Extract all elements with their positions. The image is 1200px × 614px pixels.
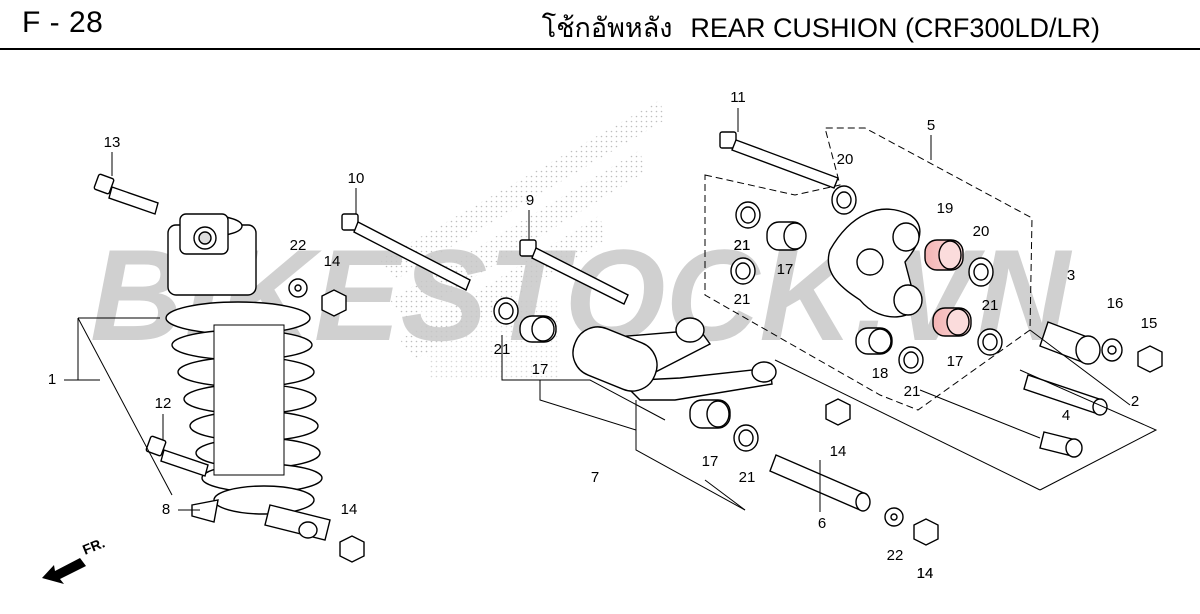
callout-21: 21 <box>494 341 511 358</box>
callout-17: 17 <box>702 453 719 470</box>
bolt-10 <box>341 213 471 291</box>
callout-7: 7 <box>591 469 599 486</box>
callout-21: 21 <box>734 237 751 254</box>
callout-14: 14 <box>830 443 847 460</box>
callout-14: 14 <box>341 501 358 518</box>
header-divider <box>0 48 1200 50</box>
callout-20: 20 <box>837 151 854 168</box>
collar-4 <box>1039 431 1083 458</box>
washer-16 <box>1101 338 1123 362</box>
title-thai: โช้กอัพหลัง <box>541 13 673 44</box>
bolt-9 <box>519 239 629 305</box>
callout-18: 18 <box>872 365 889 382</box>
needle-bearing-17 <box>519 221 972 429</box>
fr-label: FR. <box>80 534 107 557</box>
nut-15 <box>1137 345 1163 373</box>
collar-2 <box>1023 374 1108 416</box>
callout-21: 21 <box>982 297 999 314</box>
callout-17: 17 <box>777 261 794 278</box>
callout-21: 21 <box>734 237 751 254</box>
page-code: F - 28 <box>22 6 104 39</box>
callout-10: 10 <box>348 170 365 187</box>
callout-5: 5 <box>927 117 935 134</box>
callout-14: 14 <box>917 565 934 582</box>
callout-9: 9 <box>526 192 534 209</box>
nut-14 <box>321 289 939 563</box>
callout-13: 13 <box>104 134 121 151</box>
callout-numbers: 1234567891011121314141414141516171717171… <box>48 89 1158 582</box>
front-direction-arrow: FR. <box>42 534 107 584</box>
callout-21: 21 <box>734 291 751 308</box>
callout-17: 17 <box>947 353 964 370</box>
callout-14: 14 <box>324 253 341 270</box>
shock-arm-5 <box>827 208 923 318</box>
callout-4: 4 <box>1062 407 1070 424</box>
collar-6 <box>769 454 871 512</box>
cushion-connecting-rod-7 <box>572 317 777 401</box>
bolt-13 <box>93 173 159 215</box>
callout-14: 14 <box>917 565 934 582</box>
callout-2: 2 <box>1131 393 1139 410</box>
callout-3: 3 <box>1067 267 1075 284</box>
callout-11: 11 <box>730 89 746 106</box>
rear-shock-absorber <box>165 213 331 541</box>
label-8 <box>191 499 219 523</box>
leader-lines <box>64 108 1158 512</box>
page-title: โช้กอัพหลัง REAR CUSHION (CRF300LD/LR) <box>542 6 1100 49</box>
callout-21: 21 <box>904 383 921 400</box>
callout-16: 16 <box>1107 295 1124 312</box>
collar-3 <box>1039 321 1101 365</box>
callout-21: 21 <box>739 469 756 486</box>
callout-19: 19 <box>937 200 954 217</box>
callout-22: 22 <box>290 237 307 254</box>
needle-bearing-19 <box>924 239 964 271</box>
callout-17: 17 <box>532 361 549 378</box>
callout-15: 15 <box>1141 315 1158 332</box>
callout-20: 20 <box>973 223 990 240</box>
washer-22 <box>288 278 904 527</box>
title-english: REAR CUSHION (CRF300LD/LR) <box>690 13 1100 43</box>
bolt-12 <box>145 435 209 477</box>
bolt-11 <box>719 131 839 189</box>
callout-1: 1 <box>48 371 56 388</box>
assembly-outline-5 <box>704 127 1033 411</box>
callout-22: 22 <box>887 547 904 564</box>
needle-bearing-18 <box>855 327 893 355</box>
dust-seal-21 <box>493 201 1003 452</box>
callout-6: 6 <box>818 515 826 532</box>
callout-8: 8 <box>162 501 170 518</box>
dust-seal-20 <box>831 185 994 287</box>
callout-12: 12 <box>155 395 172 412</box>
